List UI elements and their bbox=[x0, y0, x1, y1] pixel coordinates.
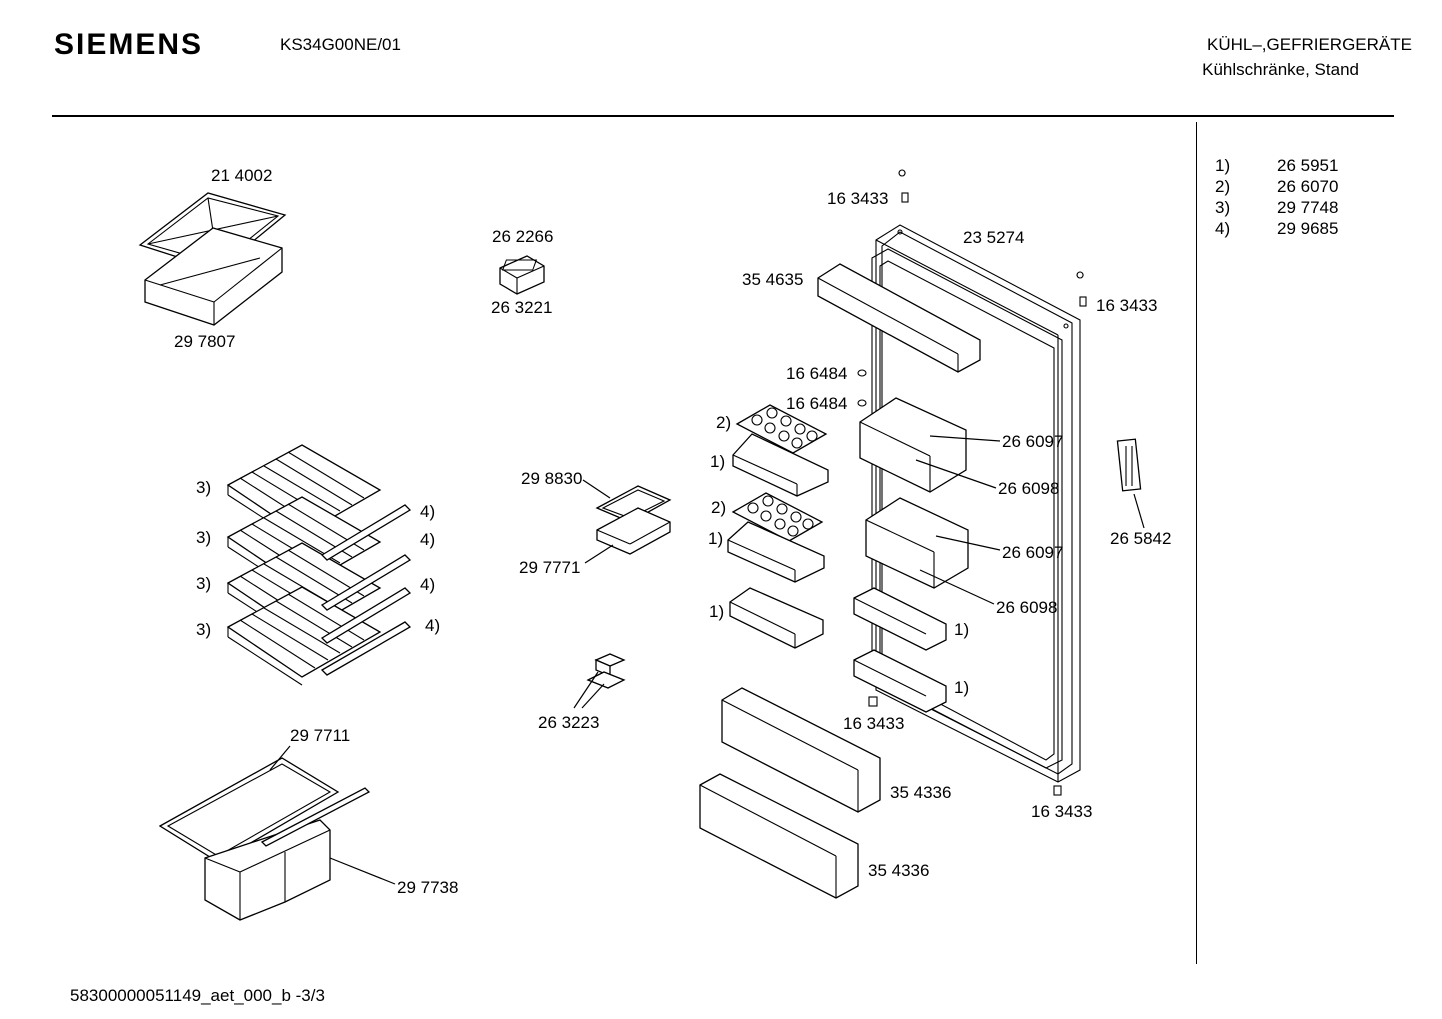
part-label: 21 4002 bbox=[211, 166, 272, 185]
ref-label: 3) bbox=[196, 574, 211, 593]
part-label: 26 6097 bbox=[1002, 543, 1063, 562]
document-id: 58300000051149_aet_000_b -3/3 bbox=[70, 986, 325, 1005]
part-label: 29 8830 bbox=[521, 469, 582, 488]
part-label: 35 4635 bbox=[742, 270, 803, 289]
legend-row: 1)26 5951 bbox=[1215, 156, 1339, 175]
ref-label: 2) bbox=[711, 498, 726, 517]
crisper-drawers-drawing bbox=[158, 757, 371, 921]
small-container-drawing bbox=[499, 255, 545, 295]
legend-row: 4)29 9685 bbox=[1215, 219, 1339, 238]
part-label: 29 7711 bbox=[290, 726, 350, 745]
part-label: 26 3221 bbox=[491, 298, 552, 317]
door-frame-drawing bbox=[817, 169, 1142, 796]
ref-label: 1) bbox=[954, 620, 969, 639]
part-label: 16 6484 bbox=[786, 394, 847, 413]
part-label: 35 4336 bbox=[890, 783, 951, 802]
clips-drawing bbox=[586, 653, 626, 689]
header-divider bbox=[52, 115, 1394, 117]
part-label: 26 6098 bbox=[998, 479, 1059, 498]
part-label: 26 5842 bbox=[1110, 529, 1171, 548]
legend-divider bbox=[1196, 122, 1197, 964]
part-label: 29 7771 bbox=[519, 558, 580, 577]
ref-label: 3) bbox=[196, 528, 211, 547]
wire-shelves-drawing bbox=[226, 444, 412, 686]
part-label: 29 7807 bbox=[174, 332, 235, 351]
ref-label: 2) bbox=[716, 413, 731, 432]
legend-row: 2)26 6070 bbox=[1215, 177, 1339, 196]
part-label: 29 7738 bbox=[397, 878, 458, 897]
legend-table: 1)26 5951 2)26 6070 3)29 7748 4)29 9685 bbox=[1215, 155, 1338, 239]
part-label: 16 3433 bbox=[1031, 802, 1092, 821]
ref-label: 4) bbox=[425, 616, 440, 635]
part-label: 16 3433 bbox=[827, 189, 888, 208]
egg-trays-drawing bbox=[727, 404, 829, 649]
part-label: 16 3433 bbox=[843, 714, 904, 733]
ref-label: 4) bbox=[420, 502, 435, 521]
part-label: 26 6097 bbox=[1002, 432, 1063, 451]
ref-label: 1) bbox=[710, 452, 725, 471]
ref-label: 1) bbox=[709, 602, 724, 621]
part-label: 26 3223 bbox=[538, 713, 599, 732]
ref-label: 3) bbox=[196, 620, 211, 639]
brand-logo: SIEMENS bbox=[54, 28, 204, 61]
part-label: 26 6098 bbox=[996, 598, 1057, 617]
ref-label: 4) bbox=[420, 530, 435, 549]
ref-label: 3) bbox=[196, 478, 211, 497]
bottle-racks-drawing bbox=[699, 687, 881, 899]
ref-label: 1) bbox=[954, 678, 969, 697]
legend-row: 3)29 7748 bbox=[1215, 198, 1339, 217]
part-label: 16 6484 bbox=[786, 364, 847, 383]
part-label: 23 5274 bbox=[963, 228, 1024, 247]
part-label: 16 3433 bbox=[1096, 296, 1157, 315]
model-number: KS34G00NE/01 bbox=[280, 35, 401, 54]
part-label: 35 4336 bbox=[868, 861, 929, 880]
category-title: KÜHL–,GEFRIERGERÄTE bbox=[1207, 35, 1412, 54]
trays-drawing bbox=[595, 485, 672, 555]
part-label: 26 2266 bbox=[492, 227, 553, 246]
freezer-compartment-drawing bbox=[138, 192, 287, 326]
ref-label: 1) bbox=[708, 529, 723, 548]
subcategory-title: Kühlschränke, Stand bbox=[1202, 60, 1359, 79]
ref-label: 4) bbox=[420, 575, 435, 594]
